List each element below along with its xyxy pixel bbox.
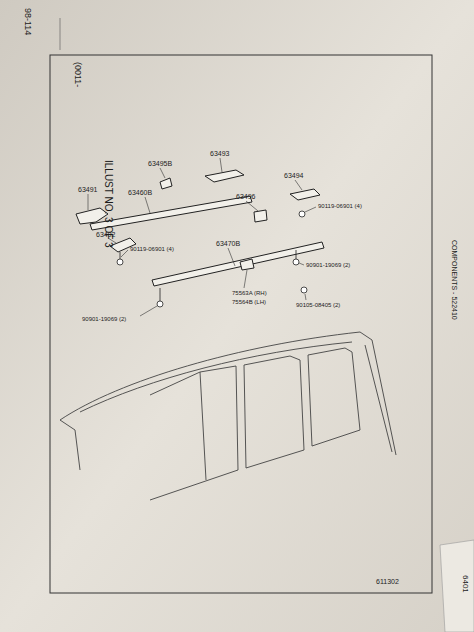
bolt-axis xyxy=(160,288,161,301)
rail-lower xyxy=(152,242,324,286)
part-number: 90119-06901 (4) xyxy=(318,203,362,209)
vehicle-outline xyxy=(60,332,396,500)
part-number: 63470B xyxy=(216,240,240,247)
header-rule xyxy=(60,18,61,50)
screw-axis xyxy=(120,252,121,259)
bolt-axis xyxy=(296,250,297,259)
part-number: 63460B xyxy=(128,189,152,196)
figure-number: 611302 xyxy=(376,578,399,585)
part-number: 75563A (RH) xyxy=(232,290,267,296)
fasteners xyxy=(117,211,307,307)
illustration-frame xyxy=(50,55,432,593)
part-number: 63493 xyxy=(210,150,229,157)
part-number: 75564B (LH) xyxy=(232,299,266,305)
page-number: 98-114 xyxy=(23,8,32,35)
part-number: 63491 xyxy=(78,186,97,193)
roof-rails xyxy=(76,170,324,286)
leader-lines xyxy=(88,158,316,316)
part-number: 63494 xyxy=(284,172,303,179)
part-number: 90119-06901 (4) xyxy=(130,246,174,252)
end-cap xyxy=(290,189,320,200)
part-number: 90105-08405 (2) xyxy=(296,302,340,308)
nut xyxy=(301,287,307,293)
clip xyxy=(240,259,254,270)
part-number: 90901-19069 (2) xyxy=(306,262,350,268)
cover xyxy=(160,178,172,189)
part-number: 63496 xyxy=(236,193,255,200)
end-cap xyxy=(205,170,244,182)
part-number: 90901-19069 (2) xyxy=(82,316,126,322)
rail-upper xyxy=(90,196,252,230)
next-page-edge xyxy=(440,540,474,632)
bolt xyxy=(157,301,163,307)
screw xyxy=(299,211,305,217)
screw xyxy=(117,259,123,265)
page-number: 6401 xyxy=(461,575,469,593)
group-code: (0011- xyxy=(73,62,82,87)
bolt xyxy=(293,259,299,265)
part-number: 63495B xyxy=(148,160,172,167)
block xyxy=(254,210,267,222)
section-heading: COMPONENTS - 522410 xyxy=(451,240,458,320)
part-number: 63492 xyxy=(96,231,115,238)
